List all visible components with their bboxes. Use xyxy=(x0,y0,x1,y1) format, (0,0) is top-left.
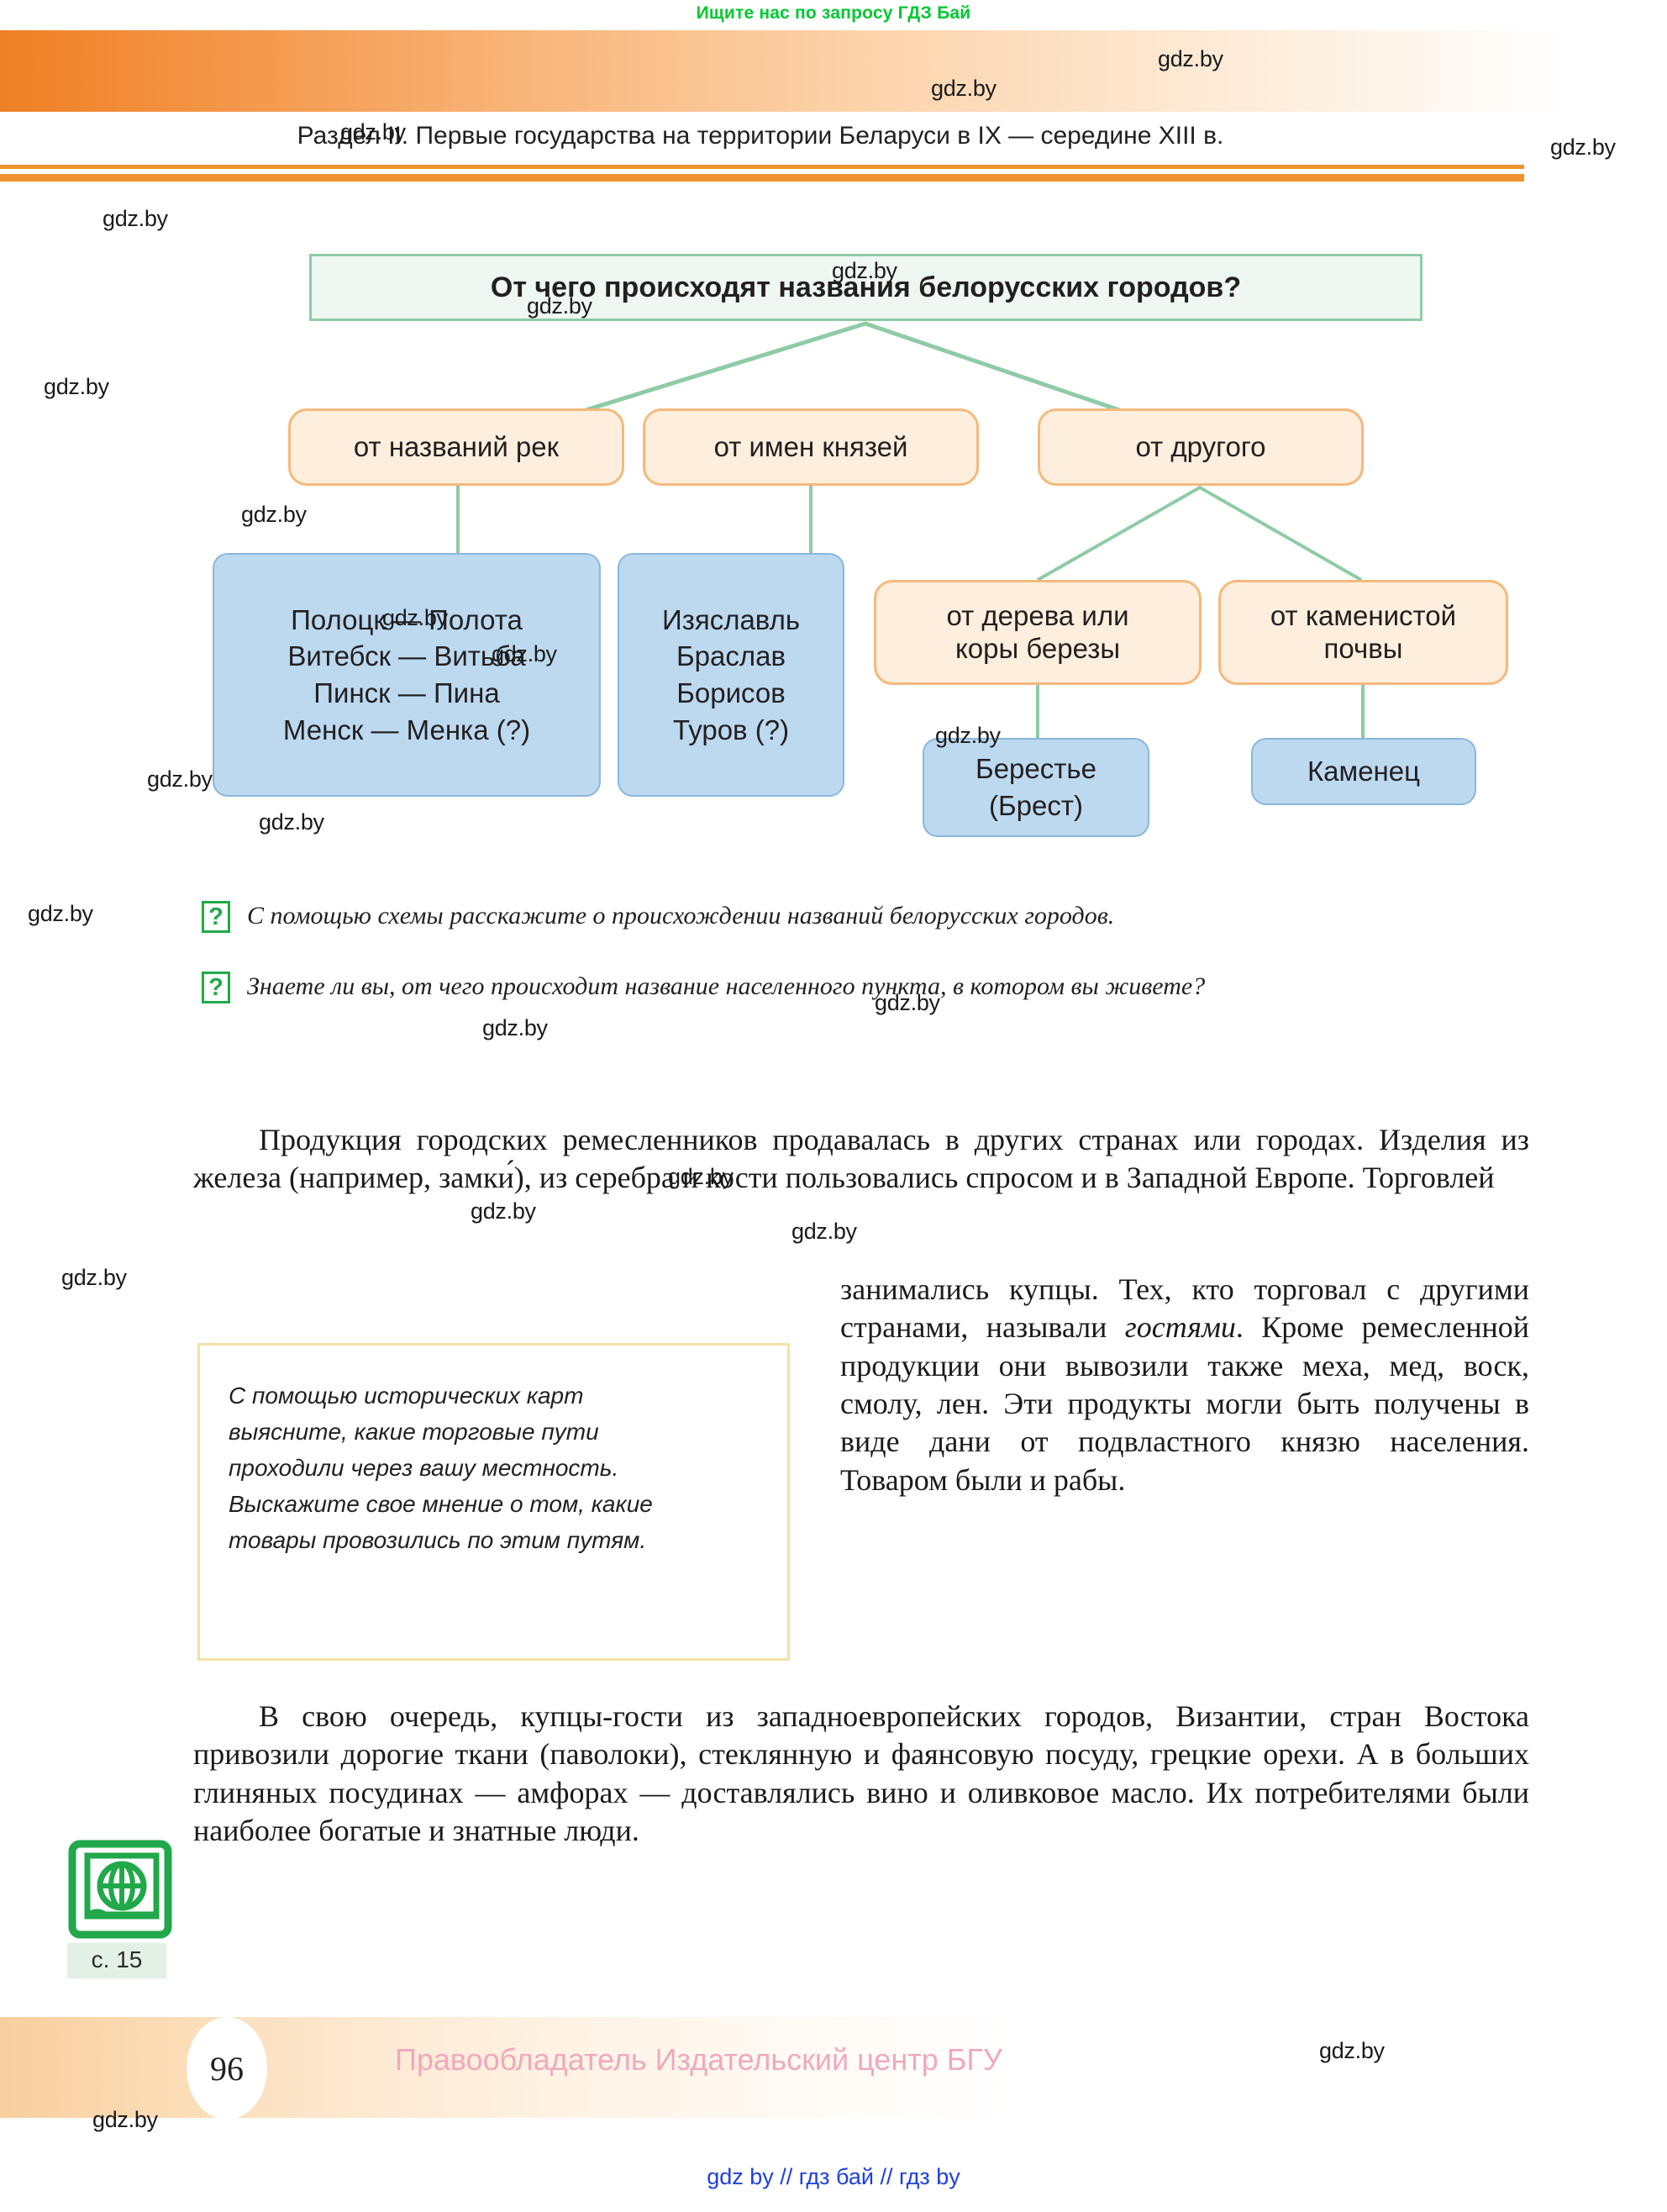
question-mark-icon: ? xyxy=(202,972,230,1003)
watermark: gdz.by xyxy=(482,1015,548,1040)
node-label-line: от дерева или xyxy=(946,599,1129,631)
city-line: Туров (?) xyxy=(672,714,790,745)
watermark: gdz.by xyxy=(471,1198,536,1224)
watermark: gdz.by xyxy=(931,76,997,101)
diagram-node-prince-cities: Изяславль Браслав Борисов Туров (?) xyxy=(618,553,844,797)
task-line: Выскажите свое мнение о том, какие xyxy=(229,1491,653,1518)
diagram-node-city-berestye: Берестье (Брест) xyxy=(923,738,1149,837)
body-paragraph-two: В свою очередь, купцы-гости из западноев… xyxy=(193,1698,1529,1850)
watermark: gdz.by xyxy=(875,990,940,1015)
promo-banner: Ищите нас по запросу ГДЗ Бай xyxy=(696,3,971,23)
question-mark-icon: ? xyxy=(202,901,230,933)
watermark: gdz.by xyxy=(1319,2038,1385,2063)
atlas-page-reference: с. 15 xyxy=(67,1943,166,1978)
city-line: Пинск — Пина xyxy=(313,677,500,708)
watermark: gdz.by xyxy=(147,766,213,792)
node-label-line: от каменистой xyxy=(1270,599,1457,631)
header-rule-thin xyxy=(0,165,1524,169)
watermark: gdz.by xyxy=(492,641,557,666)
paragraph-text: . Кроме ремесленной продукции они вывози… xyxy=(840,1310,1529,1497)
task-line: С помощью исторических карт xyxy=(229,1382,584,1409)
diagram-node-from-river-names: от названий рек xyxy=(288,408,624,486)
diagram-node-from-stony-soil: от каменистой почвы xyxy=(1218,580,1508,685)
watermark: gdz.by xyxy=(668,1164,734,1189)
paragraph-text: занимались купцы. Тех, кто торговал с др… xyxy=(840,1272,1529,1345)
atlas-book-icon xyxy=(67,1839,173,1946)
diagram-node-river-cities: Полоцк — Полота Витебск — Витьба Пинск —… xyxy=(213,553,601,797)
question-text: С помощью схемы расскажите о происхожден… xyxy=(247,902,1115,930)
paragraph-text: В свою очередь, купцы-гости из западноев… xyxy=(193,1699,1529,1848)
node-label: от имен князей xyxy=(713,430,908,462)
body-paragraph-right-column: занимались купцы. Тех, кто торговал с др… xyxy=(840,1271,1529,1499)
watermark: gdz.by xyxy=(103,206,168,231)
watermark: gdz.by xyxy=(241,502,307,527)
node-label-line: коры березы xyxy=(954,632,1121,664)
diagram-title-label: От чего происходят названия белорусских … xyxy=(490,271,1242,303)
watermark: gdz.by xyxy=(832,258,897,283)
city-line: Каменец xyxy=(1307,756,1421,787)
task-line: товары провозились по этим путям. xyxy=(229,1527,647,1554)
watermark: gdz.by xyxy=(527,293,592,319)
diagram-node-from-other: от другого xyxy=(1038,408,1364,486)
origins-diagram: От чего происходят названия белорусских … xyxy=(0,0,1667,882)
page-number: 96 xyxy=(187,2017,267,2120)
diagram-node-city-kamenets: Каменец xyxy=(1251,738,1476,805)
watermark: gdz.by xyxy=(340,119,406,145)
node-label: от другого xyxy=(1135,430,1266,462)
body-paragraph-intro: Продукция городских ремесленников продав… xyxy=(193,1121,1529,1198)
watermark: gdz.by xyxy=(382,605,448,630)
city-line: Борисов xyxy=(676,677,786,708)
city-line: Браслав xyxy=(676,640,786,672)
paragraph-text: Продукция городских ремесленников продав… xyxy=(193,1123,1529,1195)
watermark: gdz.by xyxy=(1158,46,1223,71)
city-line: (Брест) xyxy=(989,790,1083,821)
watermark: gdz.by xyxy=(92,2107,158,2132)
watermark: gdz.by xyxy=(791,1219,857,1244)
watermark: gdz.by xyxy=(259,809,324,835)
city-line: Менск — Менка (?) xyxy=(282,714,531,745)
node-label: от названий рек xyxy=(353,430,560,462)
footer-links: gdz by // гдз бай // гдз by xyxy=(707,2164,960,2189)
node-label-line: почвы xyxy=(1323,632,1403,664)
watermark: gdz.by xyxy=(61,1265,127,1290)
paragraph-emphasis-gosti: гостями xyxy=(1124,1310,1236,1345)
city-line: Витебск — Витьба xyxy=(287,640,526,672)
city-line: Полоцк — Полота xyxy=(291,603,523,635)
task-line: проходили через вашу местность. xyxy=(229,1455,619,1482)
diagram-node-from-wood-or-birch-bark: от дерева или коры березы xyxy=(874,580,1202,685)
watermark: gdz.by xyxy=(44,374,109,399)
diagram-node-from-prince-names: от имен князей xyxy=(643,408,979,486)
header-rule-thick xyxy=(0,174,1524,182)
watermark: gdz.by xyxy=(1550,134,1616,160)
question-item: ? С помощью схемы расскажите о происхожд… xyxy=(202,898,1487,935)
running-head: Раздел II. Первые государства на террито… xyxy=(297,122,1224,150)
watermark: gdz.by xyxy=(935,723,1001,748)
question-text: Знаете ли вы, от чего происходит названи… xyxy=(247,972,1206,1000)
copyright-notice: Правообладатель Издательский центр БГУ xyxy=(395,2042,1002,2077)
header-gradient-bar xyxy=(0,30,1564,112)
watermark: gdz.by xyxy=(28,901,93,926)
task-box: С помощью исторических карт выясните, ка… xyxy=(197,1343,790,1661)
city-line: Берестье xyxy=(975,753,1096,785)
task-line: выясните, какие торговые пути xyxy=(229,1419,599,1446)
city-line: Изяславль xyxy=(661,603,801,635)
diagram-title-node: От чего происходят названия белорусских … xyxy=(309,254,1422,321)
question-item: ? Знаете ли вы, от чего происходит назва… xyxy=(202,968,1487,1005)
